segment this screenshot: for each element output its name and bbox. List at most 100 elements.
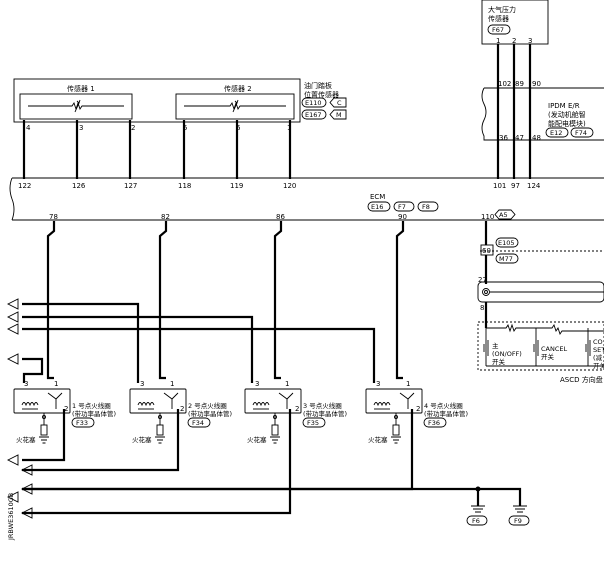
atm-sensor-code-box (487, 24, 511, 35)
atm-sensor-name-2: 传感器 (488, 14, 509, 23)
ipdm-name-3: 能配电模块) (548, 119, 586, 128)
ecm-pin-110: 110 (481, 213, 494, 221)
ascd-sw3-1: CO (593, 338, 603, 346)
pedal-sensor-name-1: 油门踏板 (304, 81, 332, 90)
conn-code-2: M77 (499, 255, 513, 263)
coil-3-code-box (302, 417, 326, 428)
coil-3-code: F35 (307, 419, 319, 427)
ascd-sw2-1: CANCEL (541, 345, 567, 353)
ascd-sw1-2: (ON/OFF) (492, 350, 522, 358)
ecm-code-box-2 (393, 201, 415, 212)
conn-pin-27: 27 (478, 276, 487, 284)
pedal-tag-c: C (337, 99, 342, 107)
ecm-pin-119: 119 (230, 182, 243, 190)
ecm-pin-122: 122 (18, 182, 31, 190)
coil-1-pin-3: 3 (24, 380, 28, 388)
left-terminal-markers (6, 298, 33, 519)
sensor1-pin-4: 4 (26, 124, 31, 132)
ascd-switch-box (477, 321, 604, 371)
coil-1-name-2: (带功率晶体管) (72, 409, 116, 418)
coil-1-pin-2: 2 (64, 405, 68, 413)
bus-wires (22, 302, 522, 515)
coil-3-name-2: (带功率晶体管) (303, 409, 347, 418)
ecm-pin-120: 120 (283, 182, 296, 190)
ecm-module: 122 126 127 118 119 120 101 97 124 ECM E… (9, 177, 604, 221)
ipdm-top-pin-89: 89 (515, 80, 524, 88)
ascd-caption: ASCD 方向盘 (560, 375, 603, 384)
ground-symbols: F6 F9 (466, 505, 530, 526)
ipdm-code-2: F74 (575, 129, 587, 137)
coil-4-code-box (423, 417, 447, 428)
coil-1-spark-plug: 火花塞 (16, 435, 36, 444)
coil-3-pin-3: 3 (255, 380, 259, 388)
coil-3-pin-2: 2 (295, 405, 299, 413)
ecm-pin-118: 118 (178, 182, 191, 190)
ecm-tag-a5: A5 (499, 211, 508, 219)
coil-4-name-2: (带功率晶体管) (424, 409, 468, 418)
coil-4-spark-plug: 火花塞 (368, 435, 388, 444)
conn-pin-60: 60 (482, 247, 491, 255)
pedal-sensor-name-2: 位置传感器 (304, 90, 339, 99)
coil-2-name-1: 2 号点火线圈 (188, 401, 227, 410)
sensor2-box (175, 93, 295, 120)
conn-code-1: E105 (498, 239, 515, 247)
coil-2-code-box (187, 417, 211, 428)
sensor2-pin-6: 6 (236, 124, 241, 132)
ecm-pin-126: 126 (72, 182, 86, 190)
ground-f6-box (466, 515, 488, 526)
ecm-tag-a5-shape (494, 209, 516, 220)
ecm-code-box-1 (367, 201, 391, 212)
ipdm-code-box-2 (570, 127, 594, 138)
sensor2-pin-5: 5 (183, 124, 187, 132)
ecm-name: ECM (370, 193, 385, 201)
ipdm-bottom-pin-47: 47 (515, 134, 524, 142)
ipdm-bottom-pin-36: 36 (499, 134, 508, 142)
sensor-wires (22, 44, 532, 179)
ecm-pin-78: 78 (49, 213, 58, 221)
coil-4-code: F36 (428, 419, 440, 427)
ipdm-top-pin-90: 90 (532, 80, 541, 88)
ascd-sw2-2: 开关 (541, 352, 555, 361)
atm-sensor-name-1: 大气压力 (488, 5, 516, 14)
coil-3-name-1: 3 号点火线圈 (303, 401, 342, 410)
ascd-sw1-3: 开关 (492, 357, 506, 366)
coil-2-spark-plug: 火花塞 (132, 435, 152, 444)
pedal-position-sensor: 传感器 1 4 3 2 传感器 2 5 6 1 油门踏板 位置传感器 E110 … (13, 78, 347, 132)
ecm-pin-90: 90 (398, 213, 407, 221)
pedal-tag-m-shape (329, 109, 347, 120)
ipdm-bottom-pin-48: 48 (532, 134, 541, 142)
ecm-pin-86: 86 (276, 213, 285, 221)
ecm-pin-101: 101 (493, 182, 506, 190)
ecm-code-3: F8 (422, 203, 430, 211)
ecm-pin-97: 97 (511, 182, 520, 190)
coil-2-pin-3: 3 (140, 380, 144, 388)
coil-2-pin-1: 1 (170, 380, 174, 388)
ipdm-code-1: E12 (550, 129, 562, 137)
coil-3-spark-plug: 火花塞 (247, 435, 267, 444)
pedal-code-2: E167 (305, 111, 322, 119)
side-code: JRBWE3610GB (7, 493, 15, 541)
conn-pin-8: 8 (480, 304, 484, 312)
coil-4-pin-3: 3 (376, 380, 380, 388)
ecm-pin-124: 124 (527, 182, 541, 190)
pedal-tag-m: M (336, 111, 342, 119)
ascd-sw3-2: SET (593, 346, 604, 354)
spiral-cable-box (477, 281, 604, 303)
ascd-sw1-1: 主 (492, 341, 499, 350)
ipdm-code-box-1 (545, 127, 569, 138)
ipdm-top-pin-102: 102 (498, 80, 511, 88)
ecm-pin-82: 82 (161, 213, 170, 221)
atm-pin-1: 1 (496, 37, 500, 45)
ground-f6: F6 (472, 517, 480, 525)
sensor1-label: 传感器 1 (67, 84, 95, 93)
conn-code-box-2 (495, 253, 519, 264)
atm-pressure-sensor: 大气压力 传感器 F67 1 2 3 (481, 0, 549, 45)
pedal-code-1: E110 (305, 99, 322, 107)
pedal-code-box-1 (301, 97, 327, 108)
